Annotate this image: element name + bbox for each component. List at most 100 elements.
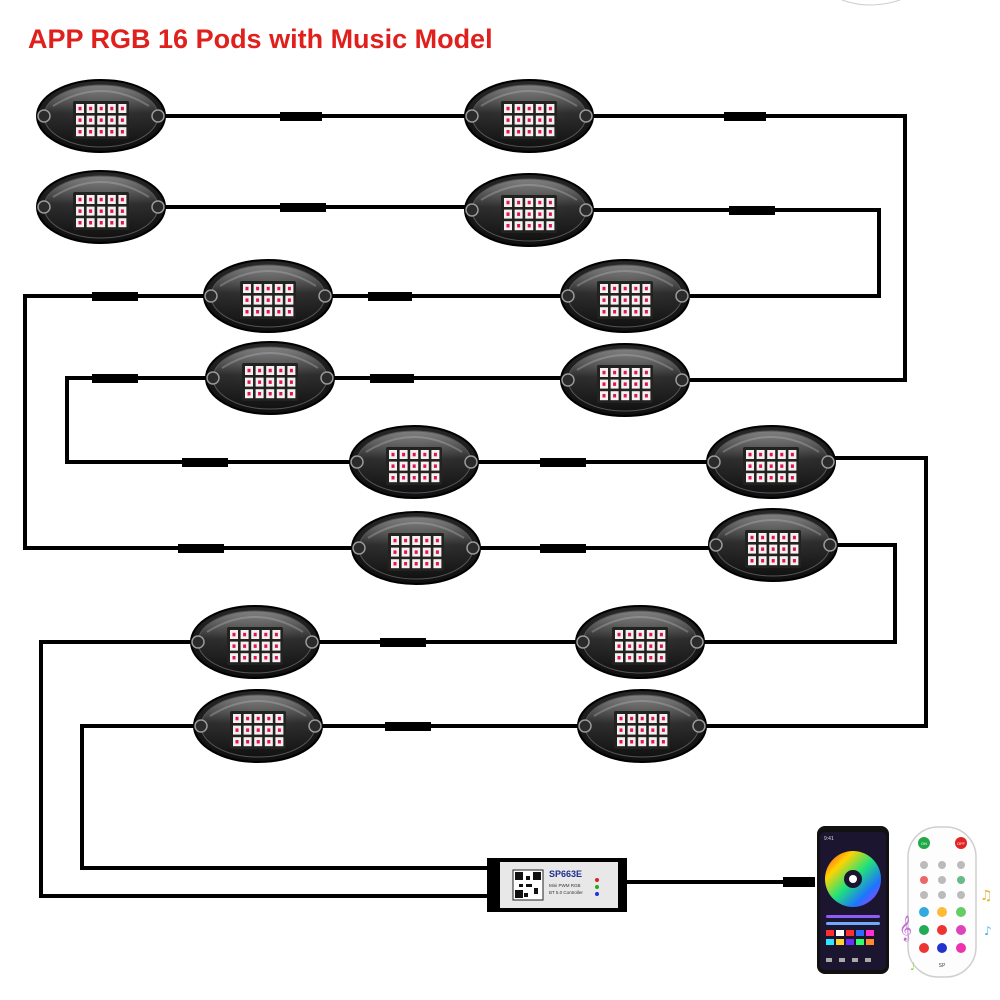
qr-code-icon: [515, 872, 541, 898]
wire-row7-b: [39, 640, 489, 898]
remote-buttons: [919, 861, 966, 953]
svg-text:♩: ♩: [910, 960, 915, 973]
screw-hole: [352, 541, 366, 555]
screw-hole: [308, 719, 322, 733]
screw-hole: [690, 635, 704, 649]
screw-hole: [823, 538, 837, 552]
connector: [540, 458, 586, 467]
remote-on-label: ON: [921, 841, 927, 846]
slider: [826, 922, 880, 925]
screw-hole: [576, 635, 590, 649]
wire-row5-b: [704, 456, 928, 728]
screw-hole: [37, 109, 51, 123]
led-pod: [575, 605, 705, 679]
led-pod: [708, 508, 838, 582]
led-pod: [464, 173, 594, 247]
wire-row1-b: [592, 114, 907, 382]
controller-sub-label: Mini PWM RGB: [549, 883, 581, 888]
cropped-remote-edge: [841, 0, 901, 6]
screw-hole: [320, 371, 334, 385]
wires: [23, 114, 928, 898]
status-led-blue: [595, 892, 599, 896]
connector: [178, 544, 224, 553]
screw-hole: [466, 541, 480, 555]
connector: [370, 374, 414, 383]
svg-text:♫: ♫: [980, 888, 993, 904]
connector: [280, 203, 326, 212]
remote-brand-label: SP: [939, 963, 946, 969]
led-pod: [203, 259, 333, 333]
screw-hole: [561, 289, 575, 303]
color-wheel-dot: [849, 875, 857, 883]
screw-hole: [318, 289, 332, 303]
connector: [783, 877, 815, 887]
svg-text:𝄞: 𝄞: [899, 915, 912, 941]
screw-hole: [151, 109, 165, 123]
status-led-red: [595, 878, 599, 882]
screw-hole: [465, 203, 479, 217]
slider: [826, 915, 880, 918]
screw-hole: [675, 289, 689, 303]
connector: [540, 544, 586, 553]
wire-row6-b: [702, 543, 897, 644]
led-pod: [190, 605, 320, 679]
led-pod: [560, 259, 690, 333]
led-pod: [577, 689, 707, 763]
remote-body: [907, 826, 977, 978]
remote-on-button: [918, 837, 930, 849]
screw-hole: [464, 455, 478, 469]
screw-hole: [191, 635, 205, 649]
connector: [182, 458, 228, 467]
page-title: APP RGB 16 Pods with Music Model: [28, 24, 493, 54]
screw-hole: [561, 373, 575, 387]
screw-hole: [709, 538, 723, 552]
screw-hole: [579, 203, 593, 217]
connector: [724, 112, 766, 121]
led-pod: [193, 689, 323, 763]
connectors: [92, 112, 815, 887]
screw-hole: [692, 719, 706, 733]
led-pod: [351, 511, 481, 585]
connector: [280, 112, 322, 121]
phone: 9:41: [817, 826, 889, 974]
screw-hole: [305, 635, 319, 649]
led-pod: [349, 425, 479, 499]
screw-hole: [675, 373, 689, 387]
led-pod: [36, 170, 166, 244]
pods: [36, 79, 838, 763]
remote-off-button: [955, 837, 967, 849]
connector: [92, 374, 138, 383]
led-pod: [464, 79, 594, 153]
svg-text:♪: ♪: [984, 924, 992, 938]
color-swatches: [826, 930, 874, 945]
remote: ON OFF SP ♫ ♪ 𝄞 ♩: [899, 826, 993, 978]
connector: [380, 638, 426, 647]
connector: [385, 722, 431, 731]
status-led-green: [595, 885, 599, 889]
led-pod: [205, 341, 335, 415]
phone-time: 9:41: [824, 836, 834, 842]
connector: [92, 292, 138, 301]
music-notes-icon: ♫ ♪ 𝄞 ♩: [899, 888, 993, 973]
remote-off-label: OFF: [957, 841, 966, 846]
connector: [368, 292, 412, 301]
controller-model-label: SP663E: [549, 869, 582, 879]
led-pod: [706, 425, 836, 499]
led-pod: [36, 79, 166, 153]
connector: [729, 206, 775, 215]
screw-hole: [350, 455, 364, 469]
wire-row8-b: [80, 724, 489, 870]
screw-hole: [151, 200, 165, 214]
controller: SP663E Mini PWM RGB BT 5.0 Controller: [487, 858, 627, 912]
controller-sub-label: BT 5.0 Controller: [549, 890, 583, 895]
phone-nav-bar: [826, 958, 871, 962]
screw-hole: [579, 109, 593, 123]
screw-hole: [37, 200, 51, 214]
screw-hole: [204, 289, 218, 303]
screw-hole: [206, 371, 220, 385]
screw-hole: [707, 455, 721, 469]
screw-hole: [578, 719, 592, 733]
screw-hole: [821, 455, 835, 469]
screw-hole: [194, 719, 208, 733]
